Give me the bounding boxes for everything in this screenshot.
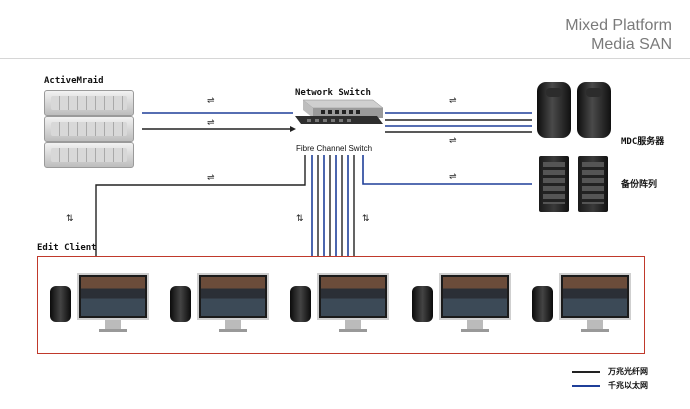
edit-client-group <box>37 256 645 354</box>
legend-label: 万兆光纤网 <box>608 367 648 376</box>
legend-swatch <box>572 371 600 373</box>
fc-switch-label: Fibre Channel Switch <box>296 144 373 153</box>
vertical-arrow-icon: ⇅ <box>362 214 370 224</box>
raid-unit <box>44 90 134 116</box>
edit-client-workstation <box>532 273 632 335</box>
legend-label: 千兆以太网 <box>608 381 648 390</box>
link-arrow-icon: ⇌ <box>449 172 457 182</box>
edit-client-workstation <box>170 273 270 335</box>
edit-client-workstation <box>412 273 512 335</box>
raid-unit <box>44 116 134 142</box>
link-arrow-icon: ⇌ <box>207 173 215 183</box>
backup-label: 备份阵列 <box>621 180 658 190</box>
legend-swatch <box>572 385 600 387</box>
mdc-label: MDC服务器 <box>621 137 665 147</box>
network-switch-icon <box>295 99 384 124</box>
workstation-tower-icon <box>532 286 553 322</box>
link-arrow-icon: ⇌ <box>449 96 457 106</box>
link-arrow-icon: ⇌ <box>207 118 215 128</box>
title-line-1: Mixed Platform <box>565 17 672 34</box>
link-arrow-icon: ⇌ <box>449 136 457 146</box>
raid-unit <box>44 142 134 168</box>
link-arrow-icon: ⇌ <box>207 96 215 106</box>
diagram-title: Mixed Platform Media SAN <box>565 16 672 54</box>
monitor-icon <box>559 273 631 320</box>
title-line-2: Media SAN <box>591 36 672 53</box>
monitor-icon <box>439 273 511 320</box>
mdc-server-icon <box>577 82 611 138</box>
edit-client-workstation <box>290 273 390 335</box>
backup-array-icon <box>539 156 569 212</box>
monitor-icon <box>197 273 269 320</box>
edit-client-workstation <box>50 273 150 335</box>
monitor-icon <box>77 273 149 320</box>
workstation-tower-icon <box>290 286 311 322</box>
backup-array-icon <box>578 156 608 212</box>
monitor-icon <box>317 273 389 320</box>
header-divider <box>0 58 690 59</box>
network-switch-label: Network Switch <box>295 88 371 98</box>
vertical-arrow-icon: ⇅ <box>66 214 74 224</box>
edit-client-label: Edit Client <box>37 243 97 253</box>
workstation-tower-icon <box>170 286 191 322</box>
storage-label: ActiveMraid <box>44 76 104 86</box>
mdc-server-icon <box>537 82 571 138</box>
workstation-tower-icon <box>412 286 433 322</box>
workstation-tower-icon <box>50 286 71 322</box>
vertical-arrow-icon: ⇅ <box>296 214 304 224</box>
